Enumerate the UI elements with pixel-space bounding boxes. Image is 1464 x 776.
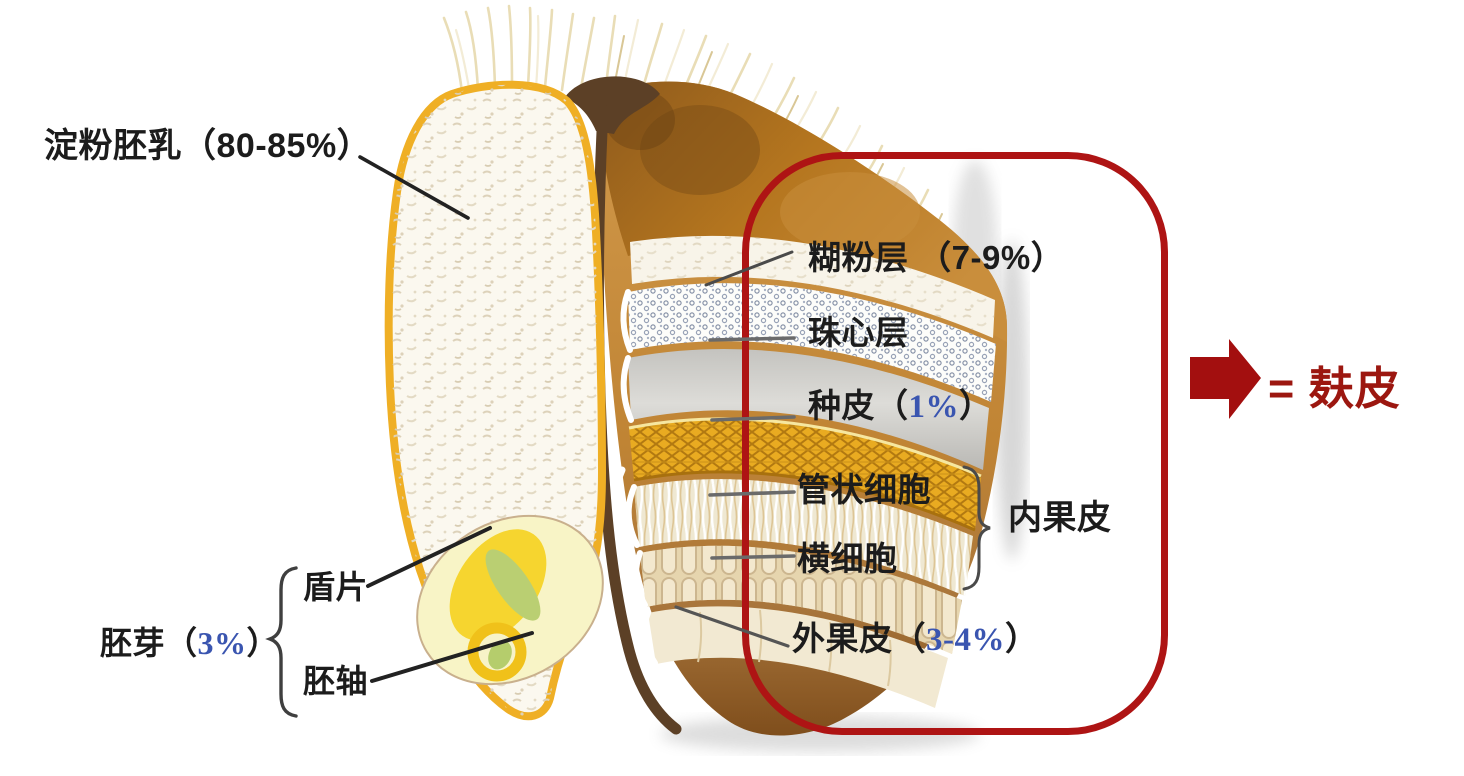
outer-pericarp-label: 外果皮（3-4%） [792, 621, 1039, 659]
aleurone-band [620, 283, 996, 402]
cross-cells-label: 横细胞 [797, 540, 898, 577]
endosperm-label: 淀粉胚乳（80-85%） [44, 127, 372, 165]
embryonic-axis-label: 胚轴 [303, 663, 369, 699]
bran-layers-outline-box [742, 152, 1168, 735]
outer-pericarp-label-percent: 3-4% [926, 622, 1005, 658]
nucellar-label: 珠心层 [808, 314, 909, 351]
seed-coat-label-name: 种皮（ [808, 387, 909, 424]
seed-coat-label-percent: 1% [908, 389, 959, 425]
tube-cells-band [625, 479, 973, 596]
aleurone-label: 糊粉层 （7-9%） [808, 239, 1065, 276]
outer-pericarp-label-name: 外果皮（ [792, 620, 926, 657]
seed-coat-label: 种皮（1%） [808, 388, 993, 426]
bran-equals-label: = 麸皮 [1268, 363, 1401, 414]
germ-label: 胚芽（3%） [100, 626, 279, 661]
inner-pericarp-label: 内果皮 [1008, 499, 1112, 537]
cross-cells-band [633, 545, 962, 654]
scutellum-label: 盾片 [303, 569, 369, 605]
germ-label-percent: 3% [197, 625, 247, 661]
seed-coat-label-close: ） [959, 387, 993, 424]
outer-pericarp-label-close: ） [1005, 620, 1039, 657]
arrow-right-icon [1190, 339, 1261, 419]
germ-label-name: 胚芽（ [100, 625, 198, 661]
nucellar-band [620, 349, 989, 470]
tube-cells-label: 管状细胞 [797, 471, 931, 508]
seed-coat-band [612, 417, 982, 536]
germ-label-close: ） [246, 625, 280, 661]
germ-plumule-green [485, 549, 541, 621]
peeled-layer-stack [565, 76, 1008, 736]
